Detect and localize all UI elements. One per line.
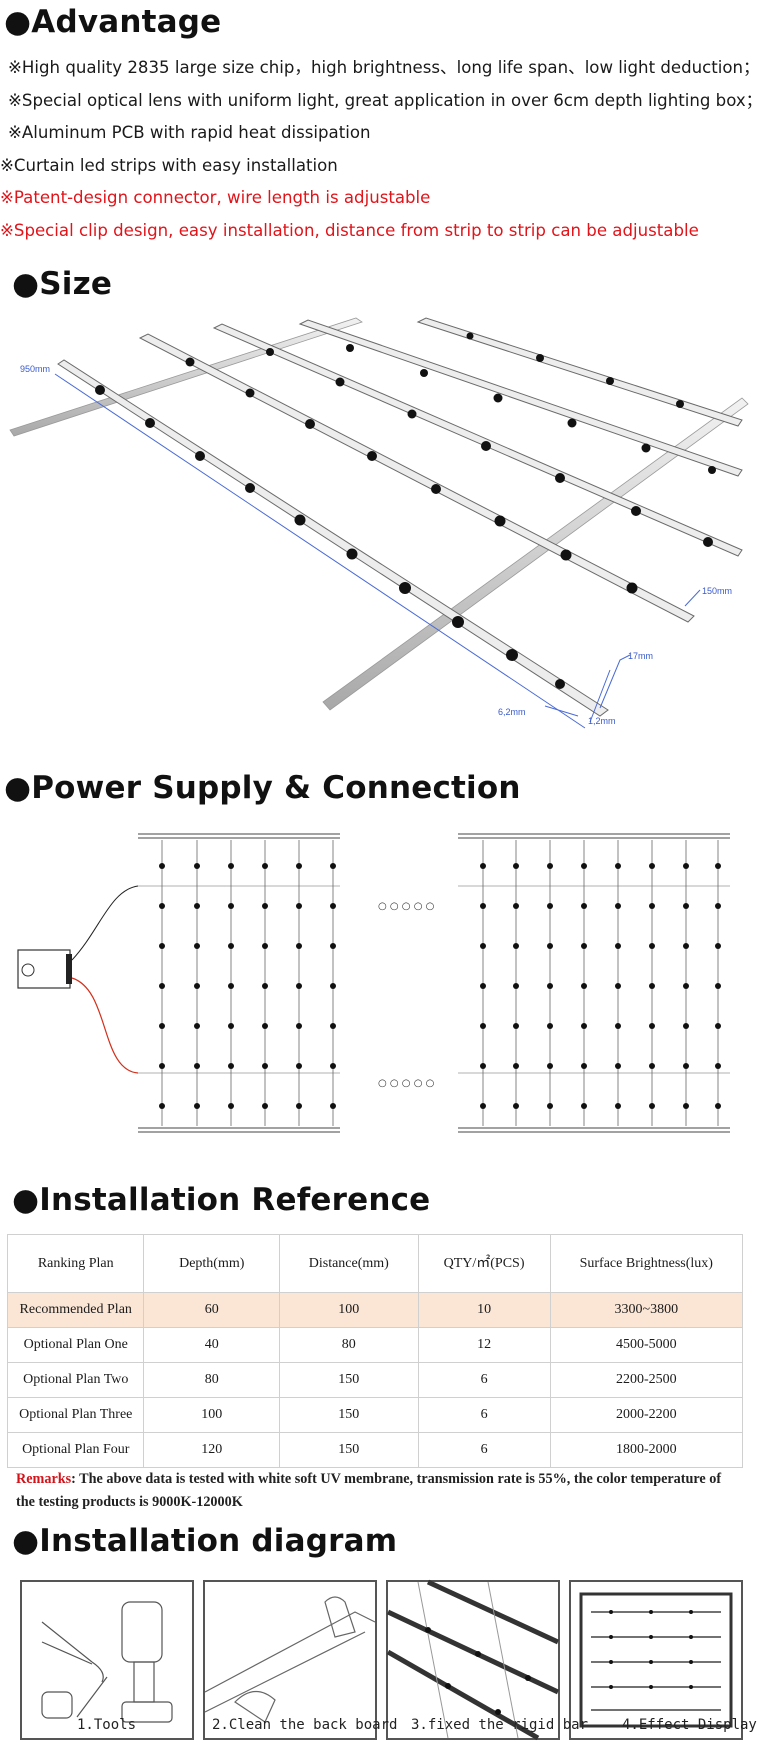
length-label: 950mm (20, 364, 50, 374)
reference-heading: ●Installation Reference (12, 1182, 431, 1218)
led-strip (57, 359, 609, 717)
diagram-heading: ●Installation diagram (12, 1523, 398, 1559)
step-caption: 1.Tools (77, 1717, 137, 1733)
step-clean-image (203, 1580, 377, 1740)
continuation-dots: ○ ○ ○ ○ ○ (378, 1078, 434, 1089)
led-strip (416, 317, 743, 427)
column-header: QTY/㎡(PCS) (417, 1234, 551, 1293)
advantage-list: ※High quality 2835 large size chip，high … (0, 52, 762, 248)
table-header-row: Ranking Plan Depth(mm) Distance(mm) QTY/… (6, 1234, 744, 1293)
spacing-label: 150mm (702, 586, 732, 596)
advantage-item: ※Special optical lens with uniform light… (0, 85, 762, 118)
reference-mark: ※ (8, 90, 22, 110)
step-caption: 4.Effect Display (622, 1717, 757, 1733)
reference-mark: ※ (0, 188, 14, 207)
led-strip-size-drawing: 950mm 150mm 17mm 6,2mm 1,2mm (9, 317, 749, 729)
led-dots (159, 863, 721, 1109)
thickness-label: 1,2mm (588, 716, 616, 726)
led-strip (298, 319, 743, 477)
column-header: Ranking Plan (6, 1234, 145, 1293)
step-fix-rigid-bar-image (386, 1579, 560, 1741)
reference-mark: ※ (0, 220, 14, 240)
reference-mark: ※ (0, 155, 14, 175)
advantage-item: ※Curtain led strips with easy installati… (0, 150, 750, 183)
reference-mark: ※ (8, 123, 22, 142)
advantage-item: ※Patent-design connector, wire length is… (0, 182, 750, 215)
remarks-note: Remarks: The above data is tested with w… (16, 1468, 742, 1514)
led-strip (138, 333, 695, 623)
step-caption: 3.fixed the rigid bar (411, 1717, 589, 1733)
advantage-item: ※Special clip design, easy installation,… (0, 215, 750, 248)
step-effect-display-image (569, 1580, 743, 1740)
column-header: Surface Brightness(lux) (549, 1234, 744, 1293)
tools-icon (41, 1601, 173, 1723)
remarks-text: : The above data is tested with white so… (16, 1471, 722, 1510)
spacing-dimension-line (684, 589, 701, 607)
advantage-item: ※High quality 2835 large size chip，high … (0, 52, 760, 85)
advantage-heading: ●Advantage (4, 4, 222, 40)
height-label: 6,2mm (498, 707, 526, 717)
rigid-bar-icon (386, 1579, 560, 1741)
board-icon (204, 1596, 376, 1723)
power-driver (17, 949, 71, 989)
negative-wire (71, 977, 139, 1074)
width-label: 17mm (628, 651, 653, 661)
step-caption: 2.Clean the back board (212, 1717, 398, 1733)
support-rail (322, 397, 749, 711)
power-connection-diagram: ○ ○ ○ ○ ○ ○ ○ ○ ○ ○ (17, 833, 730, 1133)
positive-wire (71, 885, 139, 961)
column-header: Distance(mm) (279, 1234, 419, 1293)
reference-mark: ※ (8, 58, 22, 77)
led-strip (212, 323, 743, 557)
step-tools-image (20, 1580, 194, 1740)
remarks-label: Remarks (16, 1471, 72, 1487)
driver-icon (21, 963, 35, 977)
advantage-item: ※Aluminum PCB with rapid heat dissipatio… (0, 117, 750, 150)
size-heading: ●Size (12, 266, 113, 302)
lightbox-icon (579, 1592, 733, 1728)
length-dimension-line (54, 373, 586, 729)
power-heading: ●Power Supply & Connection (4, 770, 521, 806)
continuation-dots: ○ ○ ○ ○ ○ (378, 901, 434, 912)
column-header: Depth(mm) (143, 1234, 281, 1293)
installation-reference-table: Ranking Plan Depth(mm) Distance(mm) QTY/… (6, 1234, 744, 1468)
